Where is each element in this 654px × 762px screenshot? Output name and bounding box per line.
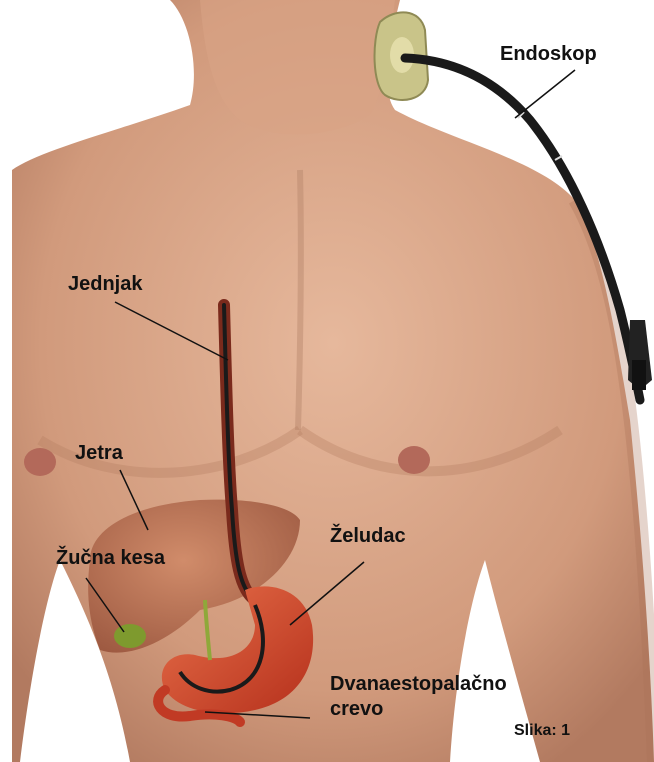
label-endoscope: Endoskop: [500, 42, 597, 66]
figure-caption: Slika: 1: [514, 722, 570, 740]
label-stomach: Želudac: [330, 524, 406, 548]
left-nipple: [24, 448, 56, 476]
label-duodenum-line2: crevo: [330, 697, 383, 721]
label-esophagus: Jednjak: [68, 272, 142, 296]
right-nipple: [398, 446, 430, 474]
label-duodenum-line1: Dvanaestopalačno: [330, 672, 507, 696]
gallbladder: [114, 624, 146, 648]
label-gallbladder: Žučna kesa: [56, 546, 165, 570]
label-liver: Jetra: [75, 441, 123, 465]
leader-endoskop: [515, 70, 575, 118]
